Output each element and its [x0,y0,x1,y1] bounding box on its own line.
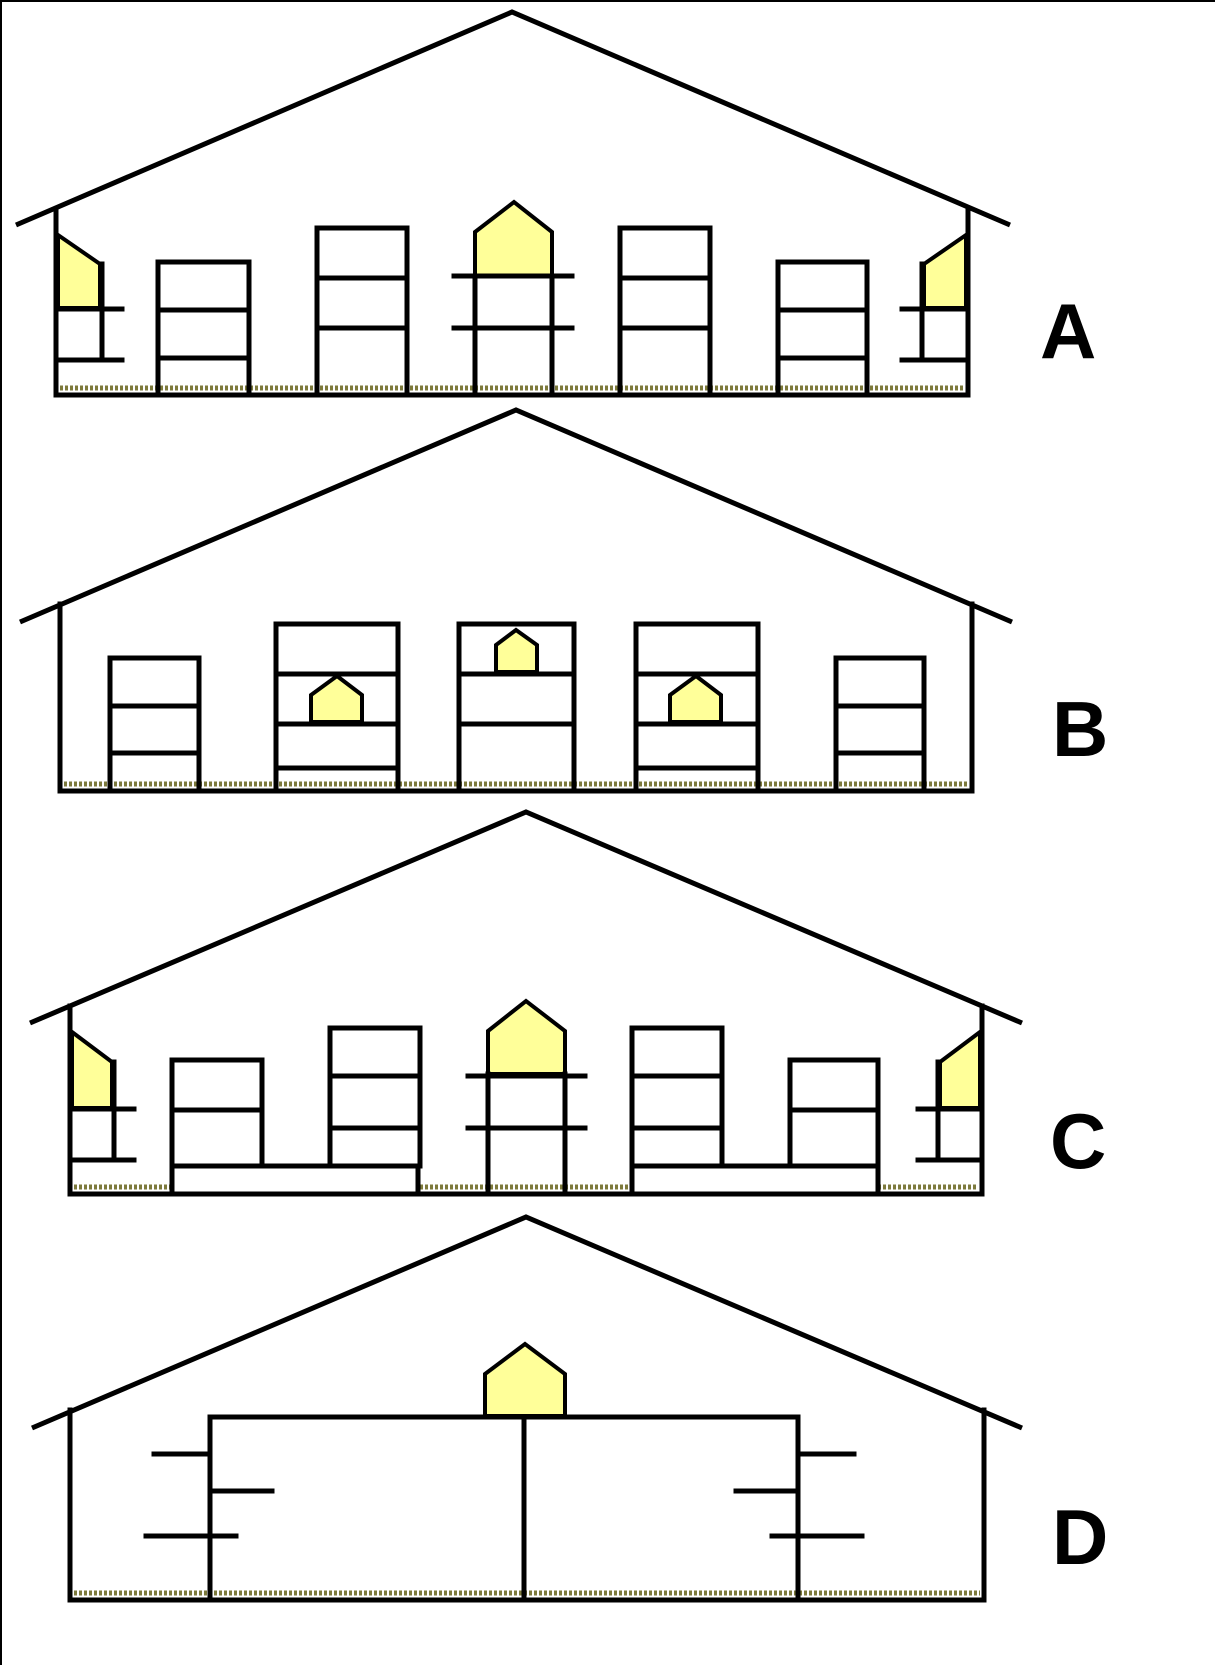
panel-b-aviary-3 [633,621,761,791]
panel-b-aviary-4 [833,655,927,791]
panel-a-label: A [1040,287,1096,375]
panel-c-nest-right [938,1028,982,1110]
panel-c-aviary-1 [169,1057,265,1169]
panel-a-aviary-2 [314,225,410,393]
panel-b-roof [19,407,1013,625]
panel-b-nest-1 [309,673,364,724]
panel-a-roof [15,9,1011,228]
panel-d: D [31,1214,1108,1603]
panel-d-roof [31,1214,1023,1431]
panel-a-aviary-1 [155,259,252,393]
panel-c-aviary-3 [629,1025,725,1169]
panel-c-aviary-2 [327,1025,423,1169]
panel-c-perch-right [915,1059,983,1163]
panel-b: B [19,407,1108,794]
panel-d-label: D [1052,1493,1108,1581]
panel-d-central-frame [207,1414,801,1599]
panel-c-nest-center [486,998,567,1076]
panel-a-perch-right [899,261,969,363]
panel-d-nest [483,1341,567,1418]
panel-a-perch-left [55,261,125,363]
panel-a-aviary-4 [775,259,870,393]
panel-d-walls [67,1407,987,1603]
panel-c-perch-left [69,1059,137,1163]
panel-a: A [15,9,1096,398]
panel-a-nest-left [56,231,102,310]
panel-c-slats-left [169,1163,421,1195]
panel-c-roof [29,809,1023,1026]
panel-c: C [29,809,1106,1197]
panel-a-nest-right [922,231,968,310]
panel-c-nest-left [70,1028,114,1110]
panel-b-walls [57,601,975,794]
panel-b-aviary-1 [107,655,202,791]
panel-b-nest-3 [668,673,723,724]
panel-a-aviary-3 [617,225,713,393]
panel-c-aviary-4 [787,1057,881,1169]
panel-d-perches-left [143,1451,275,1539]
panel-d-perches-right [733,1451,865,1539]
panel-c-slats-right [629,1163,881,1195]
panel-a-aviary-center [451,273,575,393]
panel-c-aviary-center [465,1071,588,1195]
panel-b-nest-2 [494,627,539,674]
panel-b-label: B [1052,685,1108,773]
panel-a-nest-center [473,199,554,278]
panel-c-label: C [1050,1097,1106,1185]
